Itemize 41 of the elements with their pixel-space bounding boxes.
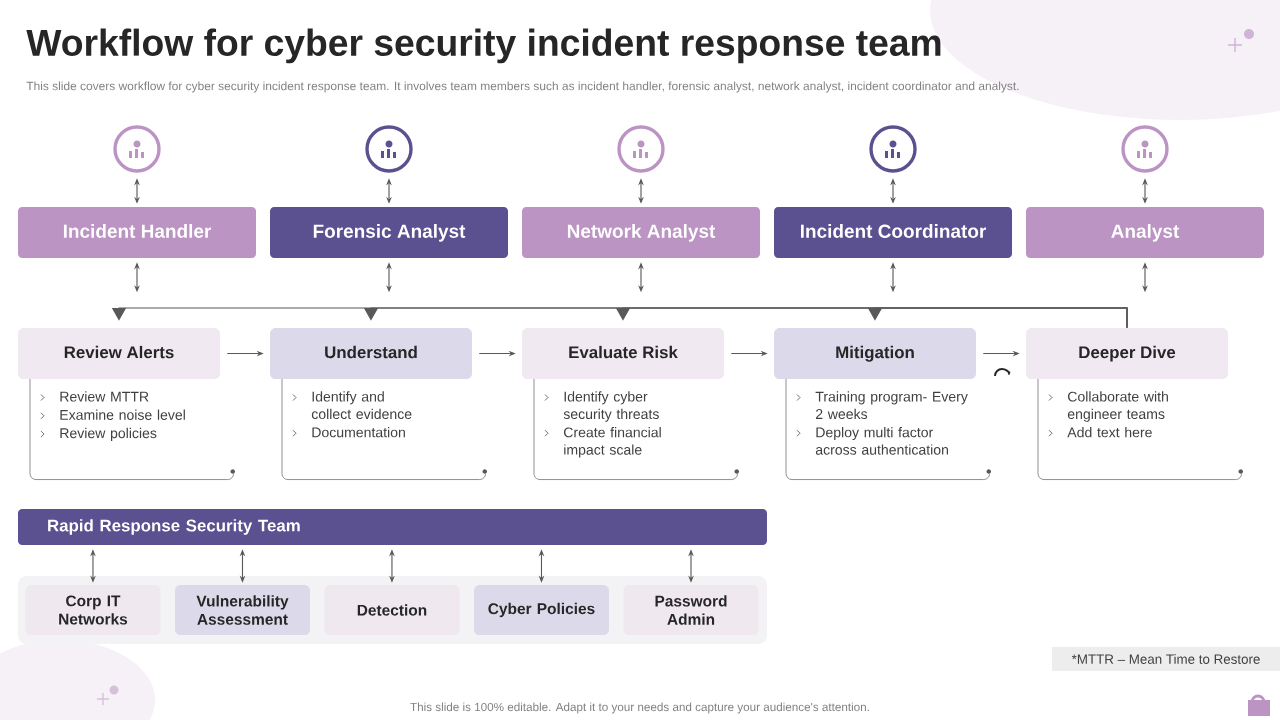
title: Workflow for cyber security incident response team bbox=[26, 28, 941, 64]
team-member-box: Vulnerability Assessment bbox=[175, 585, 310, 635]
icon-circle bbox=[365, 125, 413, 173]
bullet-list: Collaborate with engineer teams Add text here bbox=[1037, 378, 1243, 480]
icon-circle bbox=[617, 125, 665, 173]
footer-note: This slide is 100% editable. Adapt it to your needs and capture your audience's attention. bbox=[410, 702, 869, 714]
node-label: Add text here bbox=[1067, 427, 1152, 438]
team-member-box: Password Admin bbox=[623, 585, 759, 635]
node-label: Identify and collect evidence bbox=[311, 391, 412, 420]
node-label: Review policies bbox=[60, 427, 157, 441]
stage-box: Understand bbox=[270, 328, 472, 379]
bullet-list: Identify and collect evidence Documentation bbox=[281, 378, 487, 480]
role-box: Incident Coordinator bbox=[774, 207, 1012, 258]
node-label: Create financial impact scale bbox=[563, 427, 661, 458]
icon-circle bbox=[1121, 125, 1169, 173]
node-label: Review MTTR bbox=[60, 391, 149, 402]
stage-box: Deeper Dive bbox=[1026, 328, 1228, 379]
icon-circle bbox=[869, 125, 917, 173]
team-member-box: Corp IT Networks bbox=[25, 585, 161, 635]
stage-box: Evaluate Risk bbox=[522, 328, 724, 379]
team-bar: Rapid Response Security Team bbox=[18, 509, 767, 545]
stage-box: Mitigation bbox=[774, 328, 976, 379]
node-label: Documentation bbox=[312, 427, 405, 438]
role-box: Network Analyst bbox=[522, 207, 760, 258]
node-label: Collaborate with engineer teams bbox=[1067, 391, 1168, 422]
icon-circle bbox=[113, 125, 161, 173]
node-label: Training program- Every 2 weeks bbox=[815, 391, 968, 420]
description: This slide covers workflow for cyber security incident response team. It involves team members such as incident handler, forensic analyst, network analyst, incident coordinator and analyst. bbox=[26, 81, 1019, 93]
node-label: Identify cyber security threats bbox=[563, 391, 659, 422]
bullet-list: Review MTTR Examine noise level Review policies bbox=[29, 378, 235, 480]
bullet-list: Training program- Every 2 weeks Deploy multi factor across authentication bbox=[785, 378, 991, 480]
role-box: Analyst bbox=[1026, 207, 1264, 258]
node-label: Deploy multi factor across authentication bbox=[815, 427, 948, 455]
team-member-box: Cyber Policies bbox=[474, 585, 609, 635]
node-label: Examine noise level bbox=[60, 409, 185, 420]
bullet-list: Identify cyber security threats Create financial impact scale bbox=[533, 378, 739, 480]
footnote-box: *MTTR – Mean Time to Restore bbox=[1052, 647, 1280, 671]
role-box: Incident Handler bbox=[18, 207, 256, 258]
stage-box: Review Alerts bbox=[18, 328, 220, 379]
team-member-box: Detection bbox=[324, 585, 460, 635]
role-box: Forensic Analyst bbox=[270, 207, 508, 258]
